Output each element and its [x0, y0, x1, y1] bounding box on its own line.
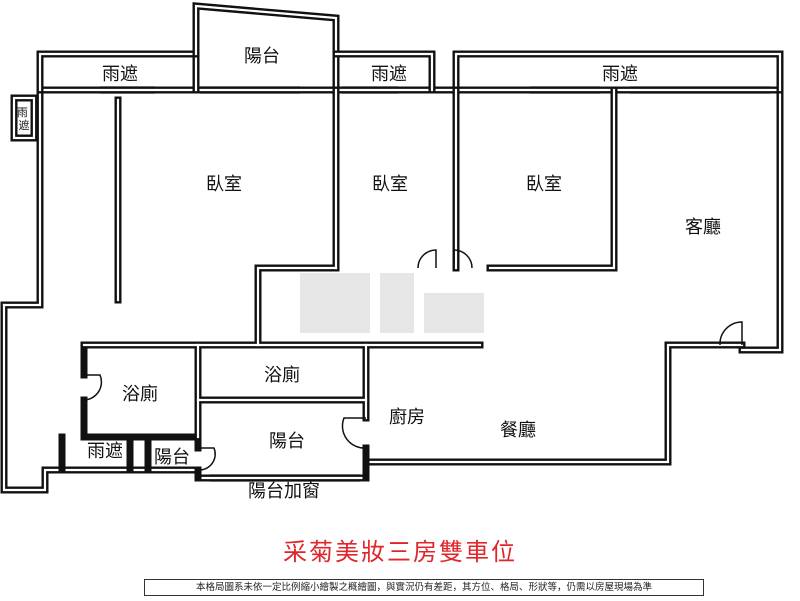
label-balcony-top: 陽台: [244, 46, 280, 67]
doors: [83, 249, 743, 471]
label-bathroom-2: 浴廁: [264, 364, 300, 386]
label-bedroom-1: 臥室: [206, 174, 242, 195]
label-balcony-center: 陽台: [269, 431, 305, 452]
label-living-room: 客廳: [685, 217, 721, 238]
label-canopy-side-1: 雨: [17, 106, 28, 119]
label-canopy-top-right: 雨遮: [602, 64, 638, 85]
label-bedroom-2: 臥室: [372, 174, 408, 195]
label-kitchen: 廚房: [389, 406, 425, 428]
windows: [100, 86, 770, 482]
listing-title: 采菊美妝三房雙車位: [283, 538, 517, 566]
label-canopy-top-mid: 雨遮: [371, 64, 407, 85]
disclaimer: 本格局圖系未依一定比例縮小繪製之概繪圖，與實況仍有差距，其方位、格局、形狀等，仍…: [144, 579, 704, 596]
label-canopy-top-left: 雨遮: [102, 64, 138, 85]
watermark-logo: [300, 273, 484, 333]
label-canopy-side: 雨 遮: [17, 106, 32, 132]
room-labels: 雨遮 陽台 雨遮 雨遮 雨 遮 臥室 臥室 臥室 客廳 浴廁 浴廁 廚房 餐廳 …: [17, 46, 721, 502]
outer-walls: [0, 86, 784, 494]
label-balcony-small: 陽台: [154, 447, 190, 468]
side-canopy-box: [10, 94, 38, 142]
label-dining-room: 餐廳: [500, 420, 536, 441]
label-canopy-side-2: 遮: [19, 118, 30, 132]
interior-walls: [58, 86, 618, 482]
label-bedroom-3: 臥室: [526, 174, 562, 195]
label-bathroom-1: 浴廁: [122, 383, 158, 405]
top-outlines: [36, 2, 784, 94]
label-canopy-bottom: 雨遮: [87, 441, 123, 462]
label-balcony-window: 陽台加窗: [248, 481, 320, 502]
